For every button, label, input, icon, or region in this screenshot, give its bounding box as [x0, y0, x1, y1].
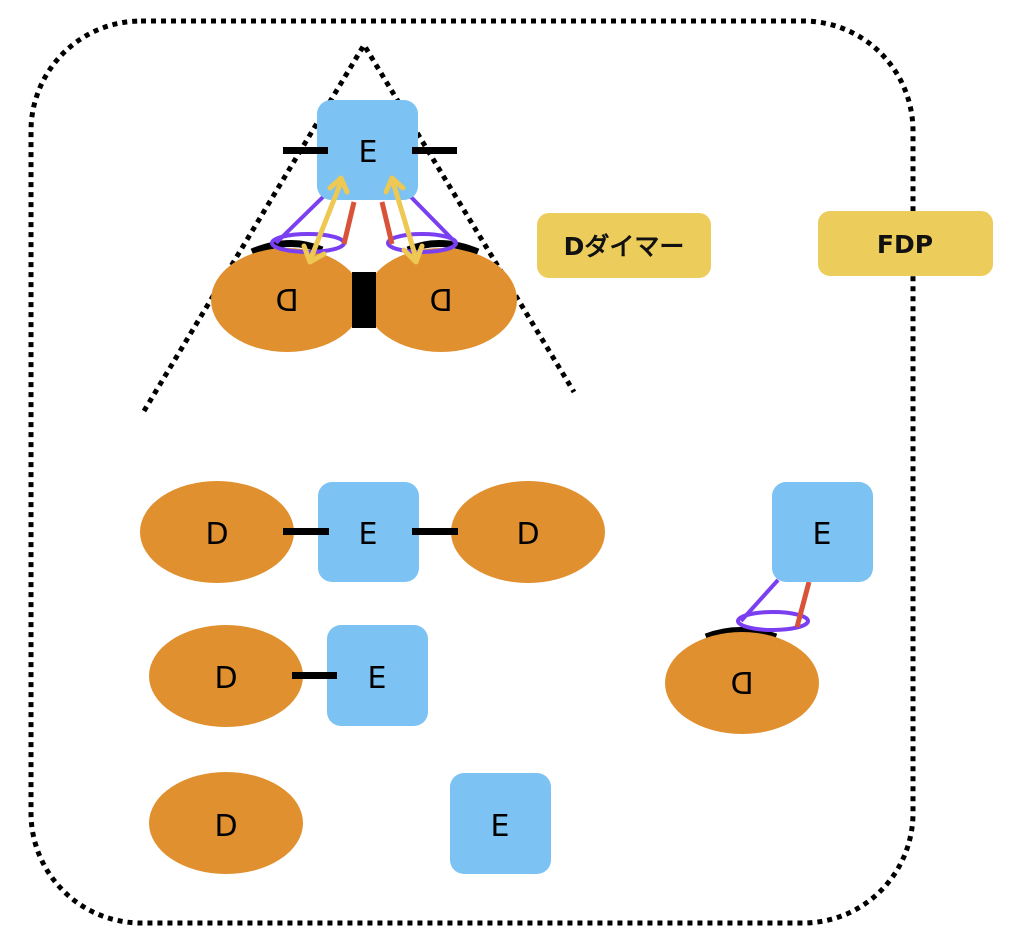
row2-d-node [149, 625, 303, 727]
d-dimer-label: Dダイマー [564, 232, 685, 261]
row-separate-fragments: D E [149, 772, 551, 874]
row1-d-left-label: D [205, 517, 228, 552]
top-d-left-node [211, 248, 363, 352]
row1-e-label: E [359, 517, 378, 552]
row1-d-right-label: D [516, 517, 539, 552]
top-d-left-label: D [275, 281, 298, 316]
row3-d-label: D [214, 809, 237, 844]
left-yellow-arrow [308, 179, 344, 261]
right-yellow-arrow-head-bottom [401, 243, 425, 265]
right-purple-loop-2 [736, 610, 810, 632]
top-e-node [317, 100, 418, 200]
row1-right-bond [412, 528, 458, 535]
d-dimer-label-badge: Dダイマー [537, 213, 711, 278]
row-ded-fragment: D E D [140, 481, 605, 583]
d-d-crosslink [352, 272, 376, 328]
right-e-label: E [813, 517, 832, 552]
right-ed-fragment: D E [665, 482, 873, 734]
d-dimer-detail: D D E [211, 100, 517, 352]
row2-d-label: D [214, 661, 237, 696]
right-yellow-arrow-head-top [383, 175, 406, 195]
outer-dotted-boundary [28, 18, 916, 926]
right-red-line [379, 201, 395, 245]
right-red-line-2 [794, 581, 812, 628]
right-d-label: D [730, 664, 753, 699]
zoom-cone-lines [141, 40, 577, 413]
top-d-right-label: D [429, 281, 452, 316]
top-e-left-bond [283, 147, 328, 154]
row3-e-node [450, 773, 551, 874]
row2-bond [292, 672, 337, 679]
row2-e-label: E [368, 661, 387, 696]
top-e-label: E [359, 135, 378, 170]
row3-e-label: E [491, 809, 510, 844]
left-yellow-arrow-head-top [327, 175, 350, 195]
right-e-node [772, 482, 873, 582]
fdp-label-badge: FDP [818, 211, 993, 276]
row1-e-node [318, 482, 419, 582]
row1-d-right-node [451, 481, 605, 583]
top-e-right-bond [412, 147, 457, 154]
right-d-node [665, 632, 819, 734]
left-yellow-arrow-head-bottom [301, 243, 327, 265]
right-d-cap [704, 627, 778, 641]
right-purple-line [408, 194, 458, 245]
row2-e-node [327, 625, 428, 726]
row-de-fragment: D E [149, 625, 428, 727]
row3-d-node [149, 772, 303, 874]
right-yellow-arrow [390, 179, 419, 261]
row1-left-bond [283, 528, 329, 535]
fdp-label: FDP [877, 230, 933, 259]
left-red-line [341, 201, 357, 245]
top-d-right-node [365, 248, 517, 352]
row1-d-left-node [140, 481, 294, 583]
